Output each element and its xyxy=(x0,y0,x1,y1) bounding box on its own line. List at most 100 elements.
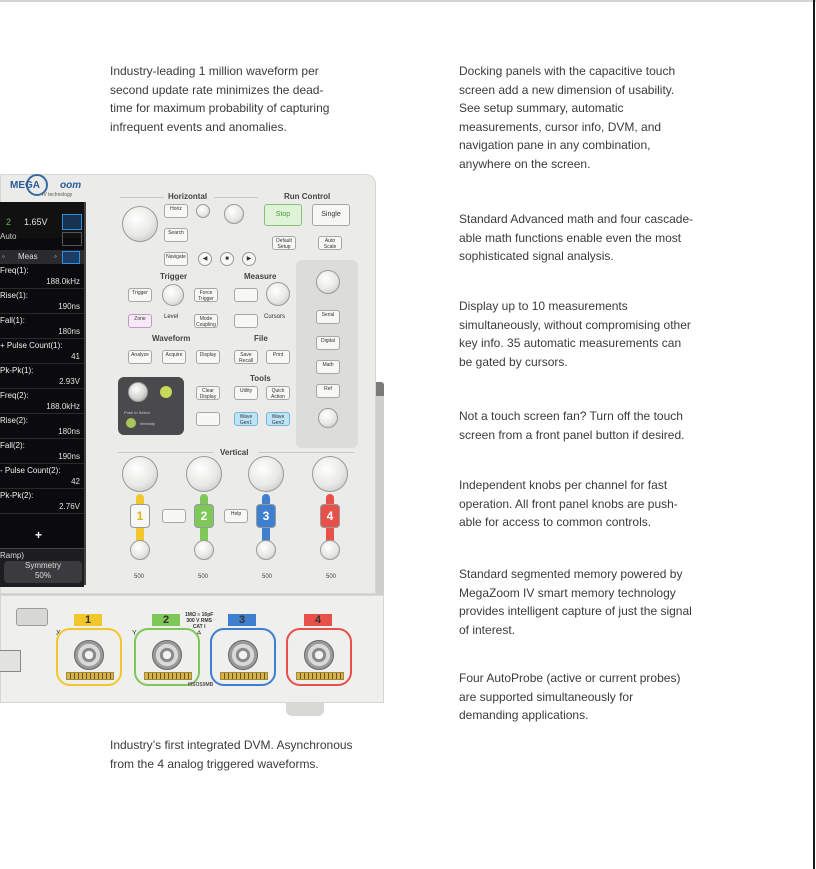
intensity-label: Intensity xyxy=(140,421,155,426)
force-trigger-button[interactable]: Force Trigger xyxy=(194,288,218,302)
callout-math: Standard Advanced math and four cascade-… xyxy=(459,212,694,264)
ch1-scale-knob[interactable] xyxy=(122,456,158,492)
back-arrow-icon[interactable]: ◀ xyxy=(198,252,212,266)
clear-display-button[interactable]: Clear Display xyxy=(196,386,220,400)
ch3-input-number: 3 xyxy=(228,614,256,626)
ch4-offset-knob[interactable] xyxy=(320,540,340,560)
utility-button[interactable]: Utility xyxy=(234,386,258,400)
ch2-scale-value: 500 xyxy=(198,574,209,580)
waveform-title: Waveform xyxy=(152,334,191,343)
foot xyxy=(286,702,324,716)
meas-row: Freq(1):188.0kHz xyxy=(0,264,84,289)
horizontal-position-knob[interactable] xyxy=(224,204,244,224)
meas-tab-header[interactable]: ◦ Meas ◦ xyxy=(0,250,84,264)
ch2-offset-knob[interactable] xyxy=(194,540,214,560)
intensity-button[interactable] xyxy=(126,418,136,428)
display-button[interactable]: Display xyxy=(196,350,220,364)
entry-knob[interactable] xyxy=(316,270,340,294)
vertical-title: Vertical xyxy=(220,448,249,457)
ch3-bnc-connector[interactable] xyxy=(228,640,258,670)
ch3-button[interactable]: 3 xyxy=(256,504,276,528)
trigger-level: 1.65V xyxy=(24,217,48,227)
horizontal-title: Horizontal xyxy=(168,192,208,201)
callout-segmented-memory: Standard segmented memory powered by Meg… xyxy=(459,567,692,637)
ch1-button[interactable]: 1 xyxy=(130,504,150,528)
forward-arrow-icon[interactable]: ▶ xyxy=(242,252,256,266)
horizontal-scale-knob[interactable] xyxy=(122,206,158,242)
ch2-button[interactable]: 2 xyxy=(194,504,214,528)
select-knob[interactable] xyxy=(128,382,148,402)
help-button[interactable]: Help xyxy=(224,509,248,523)
cursors-knob[interactable] xyxy=(266,282,290,306)
math-button[interactable]: Serial xyxy=(316,310,340,324)
callout-autoprobe: Four AutoProbe (active or current probes… xyxy=(459,671,681,723)
math2-button[interactable]: Math xyxy=(316,360,340,374)
digital-button[interactable]: Digital xyxy=(316,336,340,350)
settings-icon[interactable] xyxy=(62,251,80,264)
meas-row: + Pulse Count(1):41 xyxy=(0,339,84,364)
measure-title: Measure xyxy=(244,272,277,281)
gesture-icon[interactable] xyxy=(62,232,82,246)
ch3-scale-knob[interactable] xyxy=(248,456,284,492)
ch3-offset-knob[interactable] xyxy=(256,540,276,560)
ch4-scale-knob[interactable] xyxy=(312,456,348,492)
single-button[interactable]: Single xyxy=(312,204,350,226)
trigger-mode: Auto xyxy=(0,232,17,241)
save-recall-button[interactable]: Save Recall xyxy=(234,350,258,364)
math-scale-knob[interactable] xyxy=(318,408,338,428)
ch1-offset-knob[interactable] xyxy=(130,540,150,560)
meas-row: Fall(1):180ns xyxy=(0,314,84,339)
mode-coupling-button[interactable]: Mode Coupling xyxy=(194,314,218,328)
run-control-title: Run Control xyxy=(284,192,331,201)
callout-dvm: Industry’s first integrated DVM. Asynchr… xyxy=(110,738,353,771)
trigger-title: Trigger xyxy=(160,272,188,281)
ch2-scale-knob[interactable] xyxy=(186,456,222,492)
ch4-bnc-connector[interactable] xyxy=(304,640,334,670)
quick-action-button[interactable]: Quick Action xyxy=(266,386,290,400)
meas-row: Pk-Pk(1):2.93V xyxy=(0,364,84,389)
trigger-button[interactable]: Trigger xyxy=(128,288,152,302)
divider xyxy=(214,197,258,198)
default-setup-button[interactable]: Default Setup xyxy=(272,236,296,250)
display-screen[interactable]: 2 1.65V Auto ◦ Meas ◦ Freq(1):188.0kHz R… xyxy=(0,202,86,587)
top-border xyxy=(0,0,816,2)
ch1-bnc-connector[interactable] xyxy=(74,640,104,670)
ch1-input-frame xyxy=(56,628,122,686)
add-measurement-button[interactable]: + xyxy=(35,528,43,542)
ch2-input-number: 2 xyxy=(152,614,180,626)
ch4-button[interactable]: 4 xyxy=(320,504,340,528)
ref-button[interactable]: Ref xyxy=(316,384,340,398)
search-button[interactable]: Search xyxy=(164,228,188,242)
touch-icon[interactable] xyxy=(62,214,82,230)
ch4-input-frame xyxy=(286,628,352,686)
label-button[interactable] xyxy=(196,412,220,426)
callout-docking-panels: Docking panels with the capacitive touch… xyxy=(459,64,676,171)
stop-icon[interactable]: ■ xyxy=(220,252,234,266)
usb-port[interactable] xyxy=(16,608,48,626)
wave-gen1-button[interactable]: Wave Gen1 xyxy=(234,412,258,426)
wave-gen2-button[interactable]: Wave Gen2 xyxy=(266,412,290,426)
ch2-autoprobe-pins xyxy=(144,672,192,680)
acquire-button[interactable]: Acquire xyxy=(162,350,186,364)
digital-vertical-button[interactable] xyxy=(162,509,186,523)
aux-jack[interactable] xyxy=(0,650,21,672)
meas-button[interactable] xyxy=(234,288,258,302)
ch1-autoprobe-pins xyxy=(66,672,114,680)
print-button[interactable]: Print xyxy=(266,350,290,364)
megazoom-logo-icon xyxy=(26,174,48,196)
analyze-button[interactable]: Analyze xyxy=(128,350,152,364)
ch2-bnc-connector[interactable] xyxy=(152,640,182,670)
run-stop-button[interactable]: Stop xyxy=(264,204,302,226)
auto-scale-button[interactable]: Auto Scale xyxy=(318,236,342,250)
callout-knobs: Independent knobs per channel for fast o… xyxy=(459,478,678,530)
horiz-button[interactable]: Horiz xyxy=(164,204,188,218)
zone-button[interactable]: Zone xyxy=(128,314,152,328)
marker-button[interactable] xyxy=(234,314,258,328)
ch4-input-number: 4 xyxy=(304,614,332,626)
trigger-level-knob[interactable] xyxy=(162,284,184,306)
navigate-button[interactable]: Navigate xyxy=(164,252,188,266)
zoom-icon[interactable] xyxy=(196,204,210,218)
